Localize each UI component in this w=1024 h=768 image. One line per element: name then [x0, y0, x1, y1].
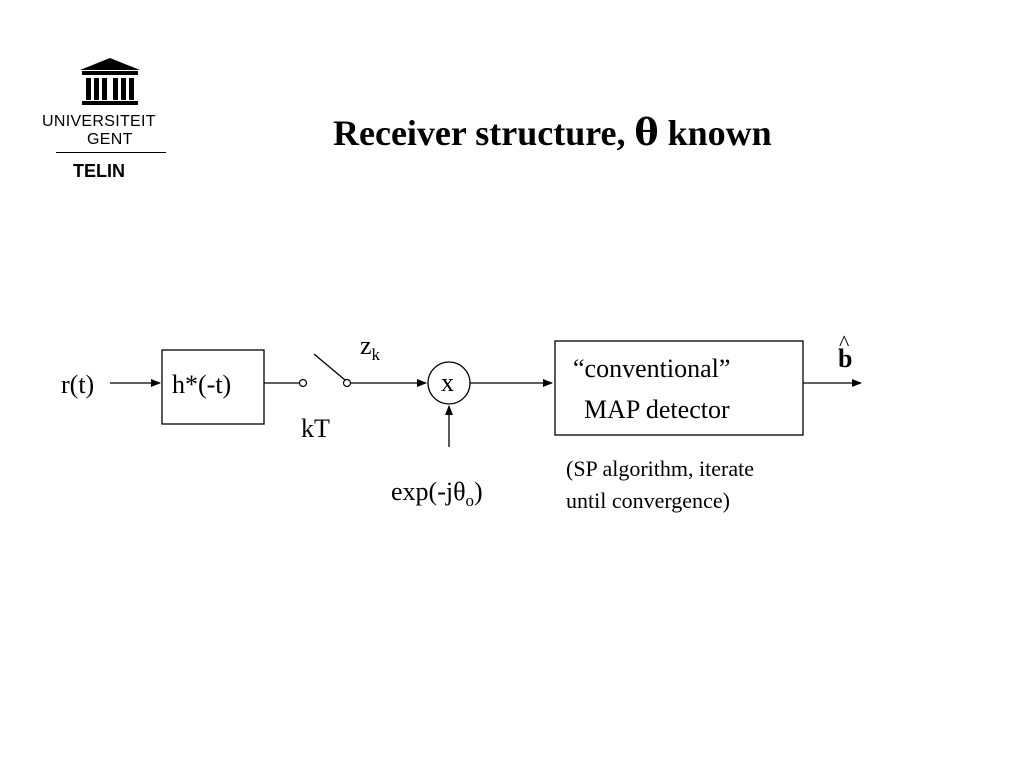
university-logo: UNIVERSITEIT GENT TELIN: [40, 56, 180, 188]
detector-note-line1: (SP algorithm, iterate: [566, 456, 754, 481]
phasor-subscript: o: [465, 491, 475, 510]
phasor-close: ): [474, 477, 483, 506]
output-hat-accent: ^: [839, 330, 850, 355]
logo-department: TELIN: [73, 161, 125, 181]
multiplier-label: x: [441, 368, 454, 397]
slide-title: Receiver structure, θ known: [333, 112, 772, 154]
phasor-text: exp(-jθ: [391, 477, 466, 506]
detector-note-line2: until convergence): [566, 488, 730, 513]
output-symbol: b: [838, 344, 853, 373]
title-suffix: known: [658, 113, 772, 153]
phasor-label: exp(-jθo): [391, 477, 483, 510]
detector-box: [554, 340, 804, 436]
detector-label-line2: MAP detector: [584, 395, 730, 424]
sampler-switch-arm: [313, 353, 346, 381]
detector-label-line1: “conventional”: [573, 354, 731, 383]
title-theta-symbol: θ: [634, 112, 659, 154]
filter-box: [161, 349, 265, 425]
input-signal-label: r(t): [61, 370, 95, 399]
sampler-label: kT: [301, 414, 330, 443]
filter-label: h*(-t): [172, 370, 232, 399]
sampler-contact-left: [298, 378, 308, 388]
title-prefix: Receiver structure,: [333, 113, 635, 153]
detector-note: (SP algorithm, iterate until convergence…: [566, 453, 754, 517]
logo-city-name: GENT: [87, 131, 133, 148]
sample-symbol: z: [360, 331, 372, 360]
sample-label: zk: [360, 331, 380, 364]
sample-subscript: k: [371, 345, 381, 364]
logo-divider: [56, 152, 166, 153]
building-icon: [80, 58, 140, 105]
logo-university-name: UNIVERSITEIT: [42, 113, 156, 130]
sampler-contact-right: [342, 378, 352, 388]
output-label: b ^: [838, 332, 853, 373]
